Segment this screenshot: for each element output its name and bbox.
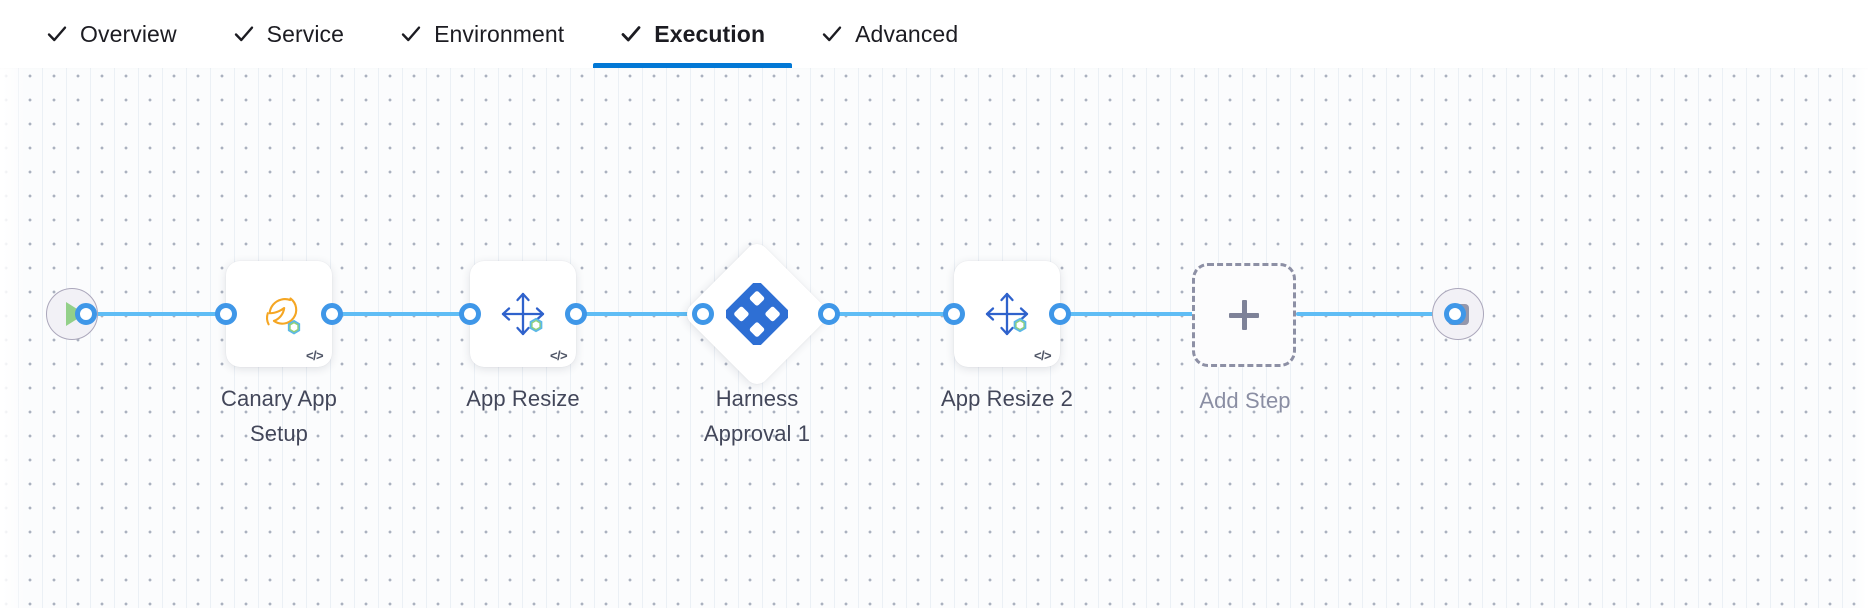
check-icon [46,23,68,45]
tab-execution[interactable]: Execution [592,0,793,68]
pipeline-stage-tabs: Overview Service Environment Execution [0,0,1868,68]
tab-overview-label: Overview [80,20,177,47]
edge-start-to-canary [96,312,236,316]
edge-approval-to-appresize2 [828,312,958,316]
node-label-canary-app-setup: Canary App Setup [221,386,337,446]
port-end-in[interactable] [1444,303,1466,325]
check-icon [821,23,843,45]
resize-arrows-icon [954,261,1060,367]
port-app-resize-2-out[interactable] [1049,303,1071,325]
port-start-out[interactable] [75,303,97,325]
edge-appresize2-to-addstep [1062,312,1208,316]
tab-advanced-label: Advanced [855,20,959,47]
node-label-app-resize-2: App Resize 2 [940,386,1074,411]
port-canary-in[interactable] [215,303,237,325]
tab-advanced[interactable]: Advanced [793,0,986,68]
edge-canary-to-appresize [340,312,480,316]
step-node-canary-app-setup[interactable]: </> [226,261,332,367]
tab-environment-label: Environment [434,20,565,47]
tab-environment[interactable]: Environment [372,0,592,68]
check-icon [400,23,422,45]
code-yaml-badge[interactable]: </> [1034,348,1052,363]
tab-overview[interactable]: Overview [18,0,205,68]
edge-addstep-to-end [1296,312,1454,316]
step-node-app-resize[interactable]: </> [470,261,576,367]
tab-execution-label: Execution [654,20,766,47]
tanzu-bird-icon [226,261,332,367]
node-label-add-step: Add Step [1199,388,1291,413]
tab-service[interactable]: Service [205,0,372,68]
add-step-button[interactable] [1192,263,1296,367]
port-app-resize-in[interactable] [459,303,481,325]
port-canary-out[interactable] [321,303,343,325]
plus-icon-vertical [1241,300,1247,330]
tab-strip: Overview Service Environment Execution [0,0,986,68]
check-icon [233,23,255,45]
port-approval-out[interactable] [818,303,840,325]
execution-canvas[interactable]: </> Canary App Setup [0,63,1868,608]
node-label-app-resize: App Resize [466,386,580,411]
code-yaml-badge[interactable]: </> [550,348,568,363]
node-label-harness-approval-1: Harness Approval 1 [703,386,811,446]
pipeline-graph: </> Canary App Setup [0,63,1868,608]
resize-arrows-icon [470,261,576,367]
port-app-resize-2-in[interactable] [943,303,965,325]
code-yaml-badge[interactable]: </> [306,348,324,363]
step-node-app-resize-2[interactable]: </> [954,261,1060,367]
port-approval-in[interactable] [692,303,714,325]
port-app-resize-out[interactable] [565,303,587,325]
tab-service-label: Service [266,20,345,47]
check-icon [620,23,642,45]
edge-appresize-to-approval [584,312,702,316]
